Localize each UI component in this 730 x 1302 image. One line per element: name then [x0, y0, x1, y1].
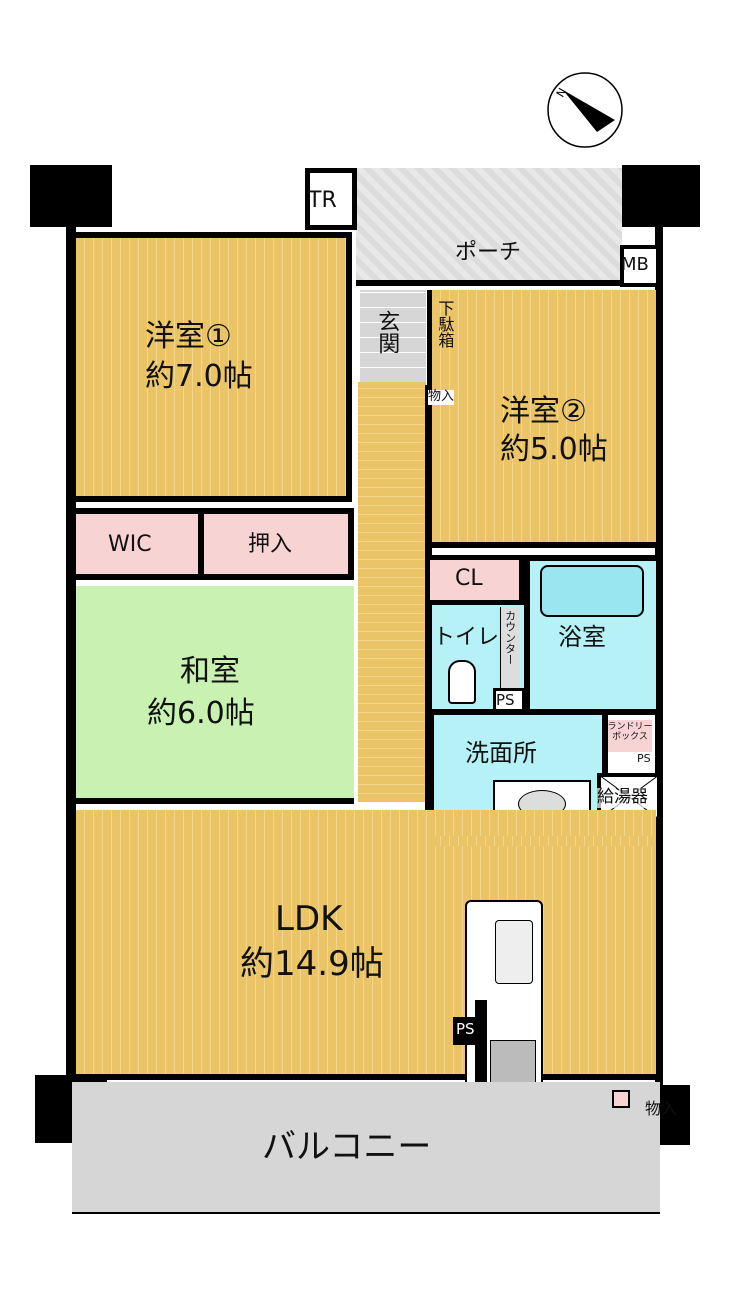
storage-balcony	[612, 1090, 630, 1108]
entrance	[360, 290, 426, 382]
toilet-label: トイレ	[433, 625, 500, 650]
balcony	[72, 1082, 660, 1214]
japanese-room-size: 約6.0帖	[147, 696, 255, 731]
ps-label: PS	[456, 1020, 475, 1038]
ps-box	[453, 1017, 485, 1045]
outer-wall	[655, 225, 663, 1085]
tr-box	[305, 168, 357, 230]
ldk-name: LDK	[275, 899, 343, 939]
oshiire-label: 押入	[248, 532, 293, 557]
tr-label: TR	[308, 188, 337, 213]
oshiire-closet	[204, 508, 354, 580]
japanese-room-name: 和室	[180, 654, 240, 689]
counter	[500, 607, 520, 689]
western-room-2-size: 約5.0帖	[500, 432, 608, 467]
hallway	[358, 382, 426, 802]
kitchen-sink	[495, 920, 533, 984]
porch	[356, 168, 622, 286]
pillar	[30, 165, 112, 227]
ps-box	[493, 688, 525, 712]
toilet-fixture	[448, 660, 476, 704]
entrance-label: 玄関	[374, 310, 400, 354]
laundry-box	[608, 720, 652, 752]
shoe-box-label: 下駄箱	[435, 300, 455, 348]
water-heater-label: 給湯器	[597, 787, 648, 808]
wall	[425, 385, 432, 835]
ldk-extension	[432, 836, 656, 846]
ldk	[76, 810, 656, 1080]
cl-label: CL	[455, 566, 483, 591]
western-room-2-name: 洋室②	[500, 394, 587, 429]
western-room-1-name: 洋室①	[145, 319, 232, 354]
bathtub	[540, 565, 644, 617]
bath-label: 浴室	[558, 623, 606, 651]
north-arrow-icon: N	[547, 72, 623, 148]
laundry-box-label: ランドリーボックス	[607, 722, 653, 743]
ldk-size: 約14.9帖	[240, 944, 384, 984]
western-room-2	[432, 290, 656, 548]
washroom-label: 洗面所	[465, 739, 537, 767]
storage-entrance-label: 物入	[428, 389, 455, 405]
mb-label: MB	[621, 254, 649, 275]
counter-label: カウンター	[503, 610, 517, 665]
storage-balcony-label: 物入	[645, 1099, 678, 1118]
western-room-1	[76, 232, 352, 502]
ps-label: PS	[637, 752, 651, 765]
mb-box	[620, 245, 660, 287]
porch-label: ポーチ	[455, 240, 522, 265]
wic-label: WIC	[108, 532, 152, 557]
pillar	[622, 165, 700, 227]
closet-cl	[430, 555, 524, 605]
outer-wall	[66, 225, 76, 1083]
ps-label: PS	[496, 691, 515, 709]
balcony-label: バルコニー	[262, 1127, 432, 1167]
japanese-room	[76, 586, 354, 804]
western-room-1-size: 約7.0帖	[145, 359, 253, 394]
walk-in-closet	[76, 508, 204, 580]
